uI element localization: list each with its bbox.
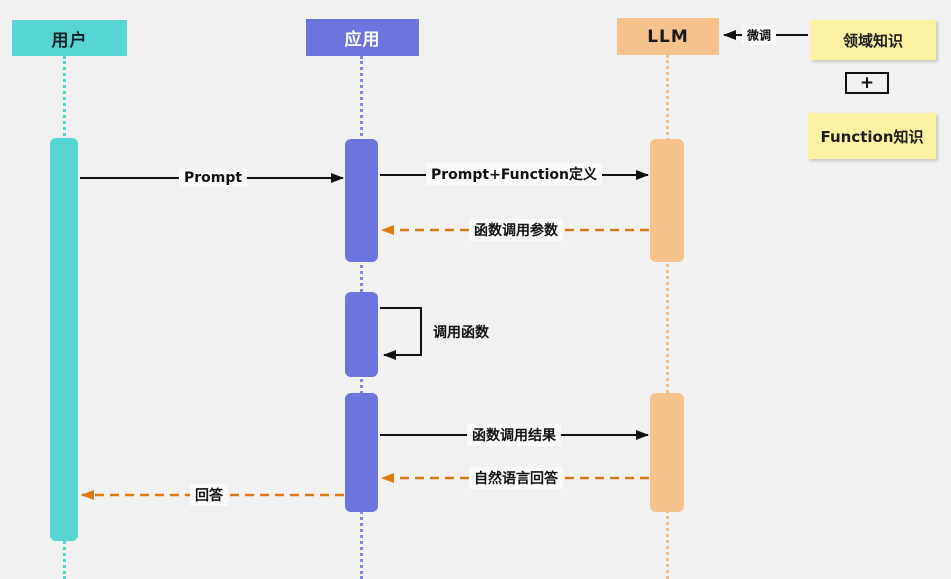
llm-activation-bar-2 (650, 393, 684, 512)
call-function-arrow (380, 307, 422, 360)
actor-app-label: 应用 (344, 30, 381, 50)
actor-app: 应用 (306, 19, 419, 56)
app-activation-bar-3 (345, 393, 378, 512)
actor-llm: LLM (617, 18, 719, 55)
call-function-label: 调用函数 (433, 325, 489, 341)
domain-knowledge-label: 领域知识 (842, 31, 903, 50)
function-knowledge-label: Function知识 (820, 127, 924, 146)
finetune-label: 微调 (741, 25, 777, 45)
plus-icon-glyph: + (859, 72, 875, 93)
function-knowledge-box: Function知识 (808, 113, 936, 159)
plus-icon: + (845, 72, 889, 94)
prompt-function-label: Prompt+Function定义 (426, 163, 602, 185)
function-params-label: 函数调用参数 (469, 219, 563, 241)
llm-lifeline (666, 55, 669, 579)
domain-knowledge-box: 领域知识 (810, 20, 936, 60)
llm-activation-bar-1 (650, 139, 684, 262)
app-activation-bar-2 (345, 292, 378, 377)
actor-llm-label: LLM (647, 26, 689, 47)
actor-user: 用户 (12, 20, 127, 56)
answer-label: 回答 (190, 484, 228, 506)
actor-user-label: 用户 (51, 30, 88, 51)
function-result-label: 函数调用结果 (467, 424, 561, 446)
app-activation-bar-1 (345, 139, 378, 262)
natural-answer-label: 自然语言回答 (469, 467, 563, 489)
user-activation-bar (50, 138, 78, 541)
prompt-label: Prompt (178, 169, 248, 187)
